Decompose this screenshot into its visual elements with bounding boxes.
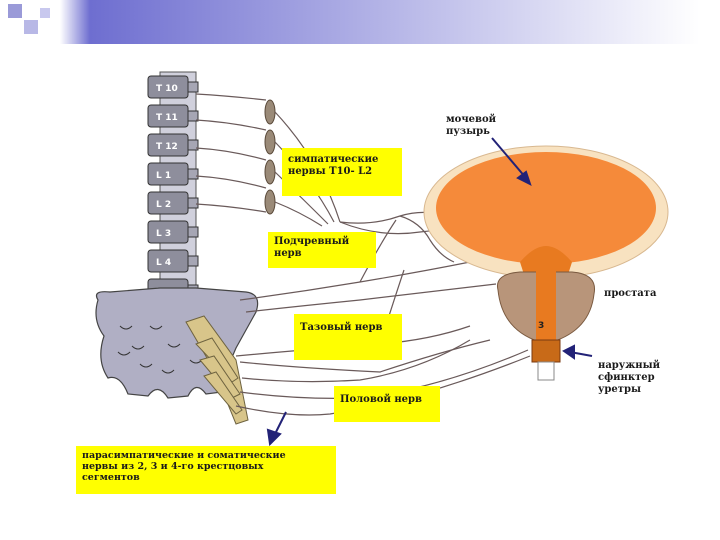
vertebra-process: [187, 197, 199, 209]
vertebra-label: T 12: [156, 142, 178, 152]
pudendal-nerve-label: Половой нерв: [334, 386, 440, 422]
sympathetic-ganglia: [264, 99, 276, 215]
spinal-column: T 10T 11T 12L 1L 2L 3L 4L 5: [147, 71, 199, 303]
bladder: [423, 145, 669, 300]
vertebra-label: T 11: [156, 113, 178, 123]
header-deco-square-3: [40, 8, 50, 18]
sphincter-label: наружный сфинктер уретры: [598, 360, 661, 395]
prostate: [496, 262, 596, 381]
vertebra-label: T 10: [156, 84, 178, 94]
vertebra-process: [187, 255, 199, 267]
vertebra-label: L 4: [156, 258, 171, 268]
prostate-marker-label: 3: [538, 321, 544, 331]
vertebra-process: [187, 139, 199, 151]
bladder-label: мочевой пузырь: [446, 114, 497, 137]
header-deco-square-1: [8, 4, 22, 18]
hypogastric-nerve-label: Подчревный нерв: [268, 232, 376, 268]
vertebra-process: [187, 81, 199, 93]
vertebra-process: [187, 110, 199, 122]
sympathetic-nerves-label: симпатические нервы Т10- L2: [282, 148, 402, 196]
prostate-label: простата: [604, 288, 657, 299]
sacral-nerve-roots: [185, 315, 249, 425]
pelvic-nerve-label: Тазовый нерв: [294, 314, 402, 360]
vertebra-label: L 3: [156, 229, 171, 239]
header-deco-square-2: [24, 20, 38, 34]
vertebra-label: L 1: [156, 171, 171, 181]
vertebra-label: L 2: [156, 200, 171, 210]
vertebra-process: [187, 168, 199, 180]
parasympathetic-nerves-label: парасимпатические и соматические нервы и…: [76, 446, 336, 494]
label-arrows: [266, 137, 593, 447]
vertebra-process: [187, 226, 199, 238]
header-bar: [0, 0, 720, 44]
